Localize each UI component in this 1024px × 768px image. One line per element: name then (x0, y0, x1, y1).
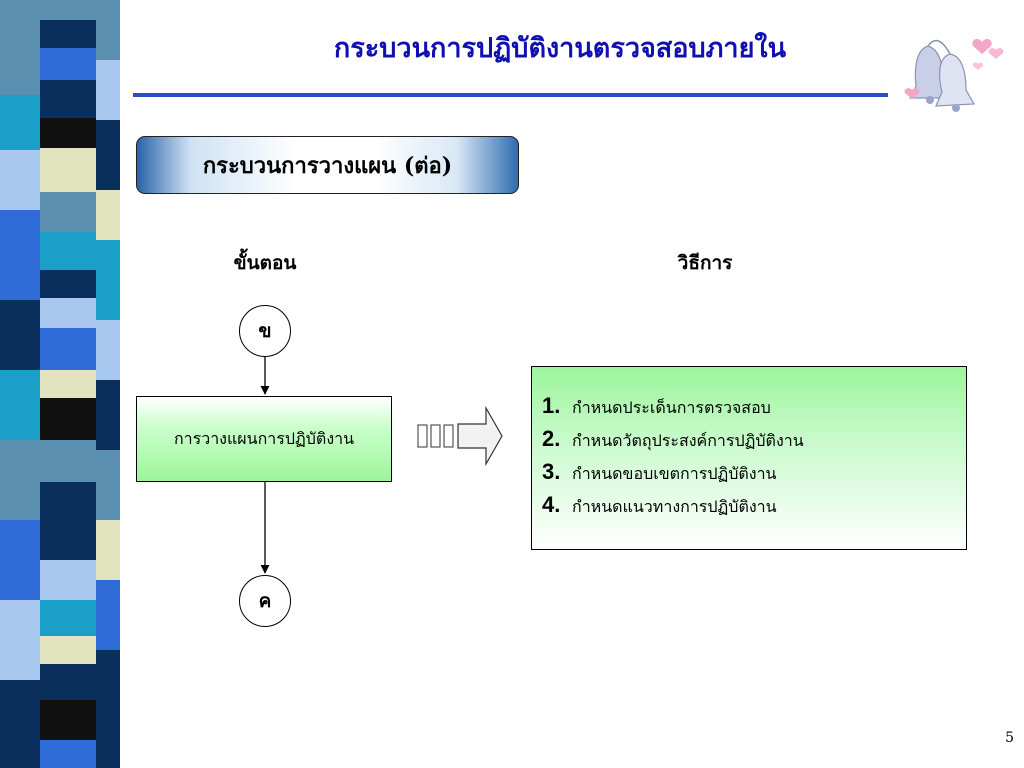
connector-circle-bottom: ค (239, 575, 291, 627)
stripe-cell (0, 370, 40, 440)
steps-heading: ขั้นตอน (233, 252, 297, 274)
stripe-cell (40, 664, 96, 700)
method-number: 4. (542, 492, 561, 517)
stripe-cell (0, 680, 40, 768)
method-item: 2. กำหนดวัตถุประสงค์การปฏิบัติงาน (542, 426, 966, 459)
block-arrow-right-icon (417, 405, 503, 467)
method-item: 1. กำหนดประเด็นการตรวจสอบ (542, 393, 966, 426)
stripe-cell (0, 150, 40, 210)
stripe-cell (96, 0, 120, 60)
stripe-cell (40, 398, 96, 440)
stripe-cell (40, 328, 96, 370)
stripe-cell (96, 190, 120, 240)
stripe-column-main (40, 0, 96, 768)
connector-circle-top: ข (239, 305, 291, 357)
stripe-cell (40, 636, 96, 664)
method-item: 3. กำหนดขอบเขตการปฏิบัติงาน (542, 459, 966, 492)
stripe-cell (96, 60, 120, 120)
stripe-cell (96, 650, 120, 768)
section-label: กระบวนการวางแผน (ต่อ) (136, 136, 519, 194)
stripe-cell (40, 740, 96, 768)
stripe-cell (40, 512, 96, 560)
stripe-cell (40, 80, 96, 118)
stripe-cell (40, 270, 96, 298)
stripe-cell (40, 370, 96, 398)
stripe-cell (40, 440, 96, 482)
stripe-cell (96, 240, 120, 320)
stripe-cell (40, 148, 96, 192)
stripe-cell (0, 95, 40, 150)
method-text: กำหนดแนวทางการปฏิบัติงาน (572, 497, 777, 516)
stripe-cell (96, 320, 120, 380)
stripe-cell (96, 580, 120, 650)
stripe-cell (0, 440, 40, 520)
methods-heading: วิธีการ (677, 252, 733, 274)
method-text: กำหนดวัตถุประสงค์การปฏิบัติงาน (572, 431, 804, 450)
stripe-cell (40, 600, 96, 636)
wedding-bells-icon (904, 39, 1004, 112)
stripe-cell (96, 380, 120, 450)
page-number: 5 (1005, 730, 1014, 746)
stripe-cell (40, 232, 96, 270)
stripe-cell (40, 560, 96, 600)
title-underline (133, 93, 888, 97)
stripe-cell (40, 700, 96, 740)
stripe-cell (40, 118, 96, 148)
stripe-cell (40, 298, 96, 328)
stripe-cell (40, 482, 96, 512)
stripe-cell (96, 120, 120, 190)
stripe-cell (96, 450, 120, 520)
decorative-stripe (0, 0, 120, 768)
method-number: 3. (542, 459, 561, 484)
method-text: กำหนดประเด็นการตรวจสอบ (572, 398, 771, 417)
stripe-cell (40, 48, 96, 80)
stripe-cell (0, 520, 40, 600)
stripe-cell (0, 600, 40, 680)
method-text: กำหนดขอบเขตการปฏิบัติงาน (572, 464, 777, 483)
slide-title: กระบวนการปฏิบัติงานตรวจสอบภายใน (333, 33, 787, 64)
methods-box: 1. กำหนดประเด็นการตรวจสอบ 2. กำหนดวัตถุป… (531, 366, 967, 550)
method-number: 1. (542, 393, 561, 418)
method-item: 4. กำหนดแนวทางการปฏิบัติงาน (542, 492, 966, 525)
stripe-cell (0, 300, 40, 370)
stripe-cell (40, 20, 96, 48)
stripe-cell (40, 192, 96, 232)
stripe-column-left (0, 0, 40, 768)
process-step-box: การวางแผนการปฏิบัติงาน (136, 396, 392, 482)
stripe-cell (0, 0, 40, 95)
stripe-cell (0, 210, 40, 300)
method-number: 2. (542, 426, 561, 451)
stripe-cell (96, 520, 120, 580)
stripe-column-right (96, 0, 120, 768)
stripe-cell (40, 0, 96, 20)
